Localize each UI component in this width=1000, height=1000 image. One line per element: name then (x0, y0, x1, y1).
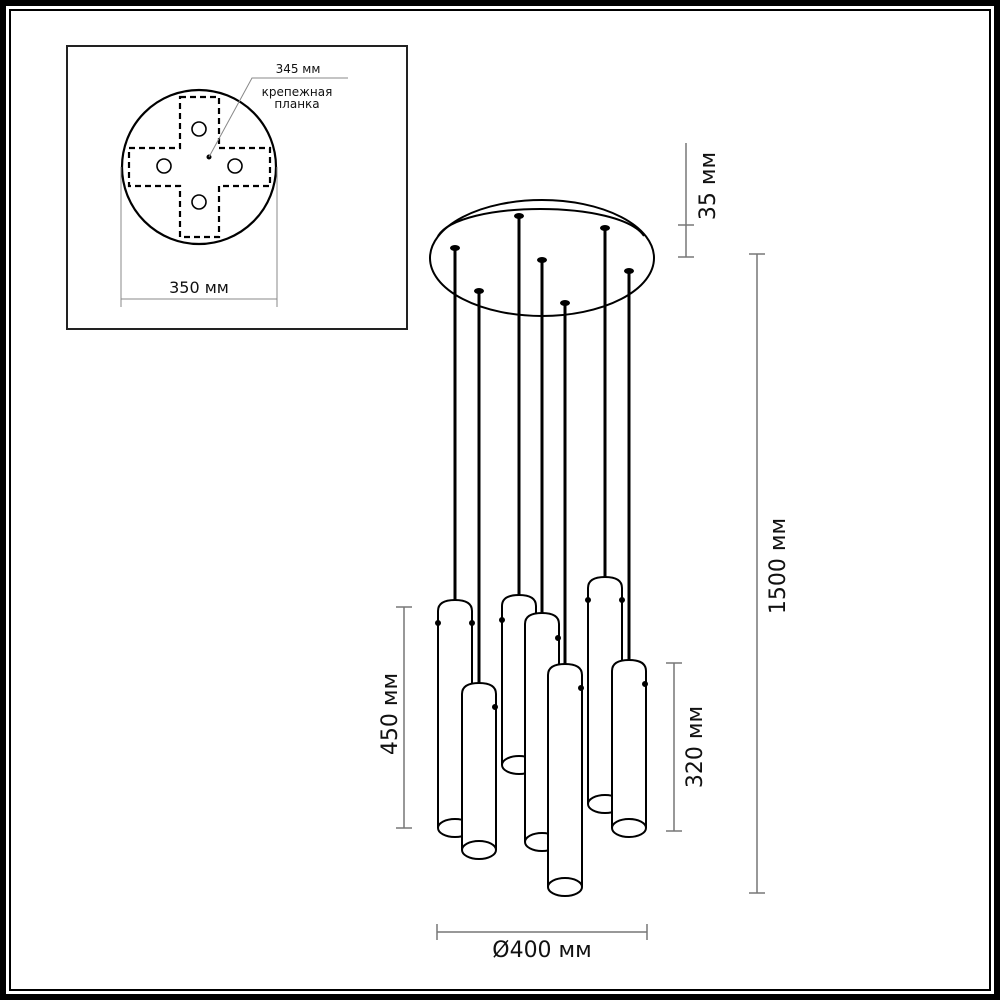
plate-width-label: 350 мм (169, 278, 229, 297)
mounting-plate-inset (66, 45, 408, 330)
screw-hole-top (191, 121, 207, 137)
suspension-cords (453, 216, 631, 683)
cord-anchors (450, 213, 634, 306)
screw-hole-left (156, 158, 172, 174)
canopy-size-label: 345 мм (276, 62, 321, 76)
dimension-lines (396, 143, 765, 940)
long-pendant-label: 450 мм (378, 673, 403, 755)
screw-hole-bottom (191, 194, 207, 210)
canopy-height-label: 35 мм (696, 152, 721, 220)
leader-line (208, 77, 348, 158)
inner-frame (9, 9, 991, 991)
mounting-plate-top-view (120, 77, 348, 307)
bracket-label-line2: планка (274, 97, 319, 111)
overall-height-label: 1500 мм (766, 518, 791, 614)
pendant-2 (461, 681, 498, 860)
canopy-circle (120, 88, 278, 246)
screw-hole-right (227, 158, 243, 174)
pendant-5 (547, 662, 584, 897)
diameter-label: Ø400 мм (492, 938, 592, 963)
bracket-label-line1: крепежная (262, 85, 333, 99)
pendant-7 (611, 658, 648, 838)
bracket-cross-outline (127, 95, 272, 239)
pendant-tubes (435, 575, 648, 897)
short-pendant-label: 320 мм (683, 706, 708, 788)
